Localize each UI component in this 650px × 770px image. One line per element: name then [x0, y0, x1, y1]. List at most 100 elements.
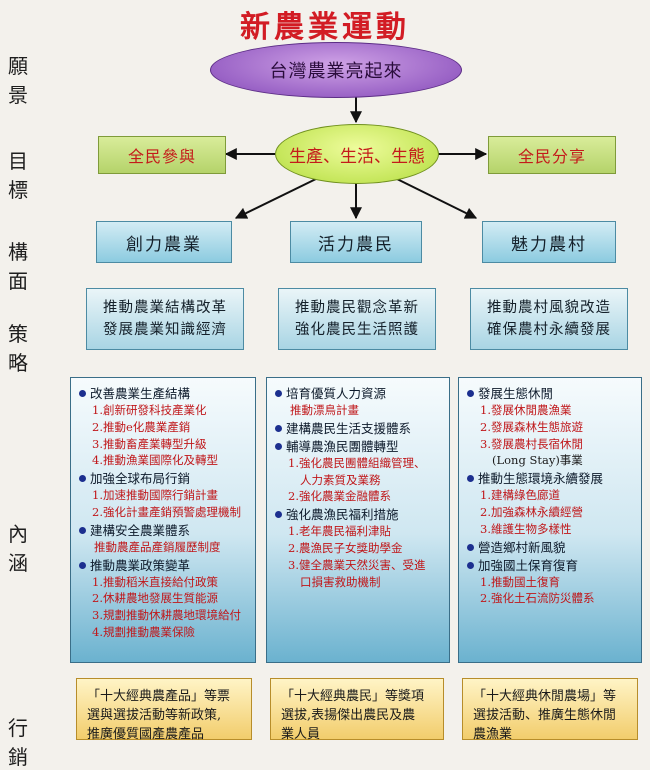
content-item: 2.強化農業金融體系 [288, 489, 391, 504]
strategy-box-3: 推動農村風貌改造 確保農村永續發展 [470, 288, 628, 350]
strategy-line: 推動農業結構改革 [103, 300, 227, 316]
content-box-2: 培育優質人力資源 推動漂鳥計畫 建構農民生活支援體系 輔導農漁民團體轉型 1.強… [266, 377, 450, 663]
bullet-icon [467, 543, 474, 551]
content-heading: 改善農業生產結構 [79, 385, 249, 402]
content-item: 1.強化農民團體組織管理、 [288, 455, 426, 470]
row-label-aspect: 構面 [8, 240, 40, 293]
aspect-box-3: 魅力農村 [482, 221, 616, 263]
content-item: 2.休耕農地發展生質能源 [92, 591, 218, 606]
content-box-1: 改善農業生產結構 1.創新研發科技產業化 2.推動e化農業產銷 3.推動畜產業轉… [70, 377, 256, 663]
marketing-line: 選拔,表揚傑出農民及農 [281, 708, 416, 723]
row-label-strategy: 策略 [8, 322, 40, 375]
content-group: 培育優質人力資源 推動漂鳥計畫 [275, 385, 443, 419]
marketing-line: 「十大經典農產品」等票 [87, 689, 231, 704]
content-heading: 加強國土保育復育 [467, 557, 635, 574]
content-heading: 建構安全農業體系 [79, 522, 249, 539]
content-heading: 加強全球布局行銷 [79, 470, 249, 487]
content-item: 2.農漁民子女獎助學金 [288, 540, 403, 555]
strategy-box-1: 推動農業結構改革 發展農業知識經濟 [86, 288, 244, 350]
marketing-line: 「十大經典農民」等獎項 [281, 689, 425, 704]
content-group: 改善農業生產結構 1.創新研發科技產業化 2.推動e化農業產銷 3.推動畜產業轉… [79, 385, 249, 469]
marketing-box-3: 「十大經典休閒農場」等 選拔活動、推廣生態休閒 農漁業 [462, 678, 638, 742]
content-item: (Long Stay)事業 [492, 453, 583, 468]
content-heading: 發展生態休閒 [467, 385, 635, 402]
content-heading: 推動生態環境永續發展 [467, 470, 635, 487]
content-group: 輔導農漁民團體轉型 1.強化農民團體組織管理、 人力素質及業務 2.強化農業金融… [275, 438, 443, 505]
content-item: 人力素質及業務 [300, 472, 381, 487]
content-item: 1.發展休閒農漁業 [480, 403, 572, 417]
content-item: 3.發展農村長宿休閒 [480, 436, 583, 451]
content-item: 1.建構綠色廊道 [480, 488, 560, 503]
content-item: 4.規劃推動農業保險 [92, 624, 195, 639]
goal-center-oval: 生產、生活、生態 [275, 124, 439, 184]
content-item: 3.推動畜產業轉型升級 [92, 436, 207, 451]
marketing-box-2: 「十大經典農民」等獎項 選拔,表揚傑出農民及農 業人員 [270, 678, 444, 742]
bullet-icon [467, 561, 474, 569]
diagram-title: 新農業運動 [240, 10, 410, 45]
arrow-goal-aspect-left [234, 177, 319, 219]
marketing-line: 「十大經典休閒農場」等 [473, 689, 617, 704]
content-group: 建構農民生活支援體系 [275, 420, 443, 437]
strategy-line: 強化農民生活照護 [295, 322, 419, 338]
bullet-icon [79, 390, 86, 397]
strategy-line: 推動農民觀念革新 [295, 300, 419, 316]
marketing-line: 農漁業 [473, 727, 513, 742]
row-label-content: 內涵 [8, 522, 40, 575]
content-item: 2.發展森林生態旅遊 [480, 419, 583, 434]
content-heading: 建構農民生活支援體系 [275, 420, 443, 437]
bullet-icon [275, 424, 282, 432]
content-group: 推動生態環境永續發展 1.建構綠色廊道 2.加強森林永續經營 3.維護生物多樣性 [467, 470, 635, 537]
goal-left-box: 全民參與 [98, 136, 226, 174]
marketing-line: 選拔活動、推廣生態休閒 [473, 708, 617, 723]
bullet-icon [79, 561, 86, 569]
content-item: 3.維護生物多樣性 [480, 521, 572, 536]
strategy-box-2: 推動農民觀念革新 強化農民生活照護 [278, 288, 436, 350]
content-item: 推動農產品產銷履歷制度 [94, 539, 221, 554]
bullet-icon [467, 475, 474, 483]
content-item: 推動漂鳥計畫 [290, 403, 359, 417]
content-group: 建構安全農業體系 推動農產品產銷履歷制度 [79, 522, 249, 556]
content-heading: 營造鄉村新風貌 [467, 539, 635, 556]
content-group: 加強全球布局行銷 1.加速推動國際行銷計畫 2.強化計畫產銷預警處理機制 [79, 470, 249, 521]
bullet-icon [275, 390, 282, 397]
content-group: 推動農業政策變革 1.推動稻米直接給付政策 2.休耕農地發展生質能源 3.規劃推… [79, 557, 249, 641]
marketing-line: 推廣優質國產農產品 [87, 727, 205, 742]
arrow-goal-aspect-right [394, 177, 478, 219]
content-heading: 推動農業政策變革 [79, 557, 249, 574]
content-item: 1.加速推動國際行銷計畫 [92, 488, 218, 503]
strategy-line: 發展農業知識經濟 [103, 322, 227, 338]
content-item: 1.老年農民福利津貼 [288, 524, 391, 539]
content-heading: 輔導農漁民團體轉型 [275, 438, 443, 455]
content-item: 口損害救助機制 [300, 574, 381, 589]
vision-oval: 台灣農業亮起來 [210, 42, 462, 98]
content-group: 加強國土保育復育 1.推動國土復育 2.強化土石流防災體系 [467, 557, 635, 608]
row-label-marketing: 行銷 [8, 716, 40, 769]
bullet-icon [275, 442, 282, 450]
marketing-line: 選與選拔活動等新政策, [87, 708, 222, 723]
strategy-line: 推動農村風貌改造 [487, 300, 611, 316]
marketing-box-1: 「十大經典農產品」等票 選與選拔活動等新政策, 推廣優質國產農產品 [76, 678, 252, 742]
bullet-icon [275, 511, 282, 519]
content-item: 2.推動e化農業產銷 [92, 419, 191, 434]
aspect-box-1: 創力農業 [96, 221, 232, 263]
bullet-icon [467, 390, 474, 397]
marketing-line: 業人員 [281, 727, 321, 742]
content-item: 1.創新研發科技產業化 [92, 403, 207, 417]
bullet-icon [79, 526, 86, 534]
bullet-icon [79, 475, 86, 483]
row-label-vision: 願景 [8, 54, 40, 107]
content-item: 3.健全農業天然災害、受進 [288, 557, 426, 572]
content-item: 2.加強森林永續經營 [480, 504, 583, 519]
content-heading: 強化農漁民福利措施 [275, 506, 443, 523]
content-heading: 培育優質人力資源 [275, 385, 443, 402]
content-box-3: 發展生態休閒 1.發展休閒農漁業 2.發展森林生態旅遊 3.發展農村長宿休閒 (… [458, 377, 642, 663]
content-group: 強化農漁民福利措施 1.老年農民福利津貼 2.農漁民子女獎助學金 3.健全農業天… [275, 506, 443, 590]
content-group: 發展生態休閒 1.發展休閒農漁業 2.發展森林生態旅遊 3.發展農村長宿休閒 (… [467, 385, 635, 469]
content-item: 1.推動稻米直接給付政策 [92, 574, 218, 589]
row-label-goal: 目標 [8, 149, 40, 202]
aspect-box-2: 活力農民 [290, 221, 422, 263]
strategy-line: 確保農村永續發展 [487, 322, 611, 338]
content-item: 4.推動漁業國際化及轉型 [92, 453, 218, 468]
content-group: 營造鄉村新風貌 [467, 539, 635, 556]
